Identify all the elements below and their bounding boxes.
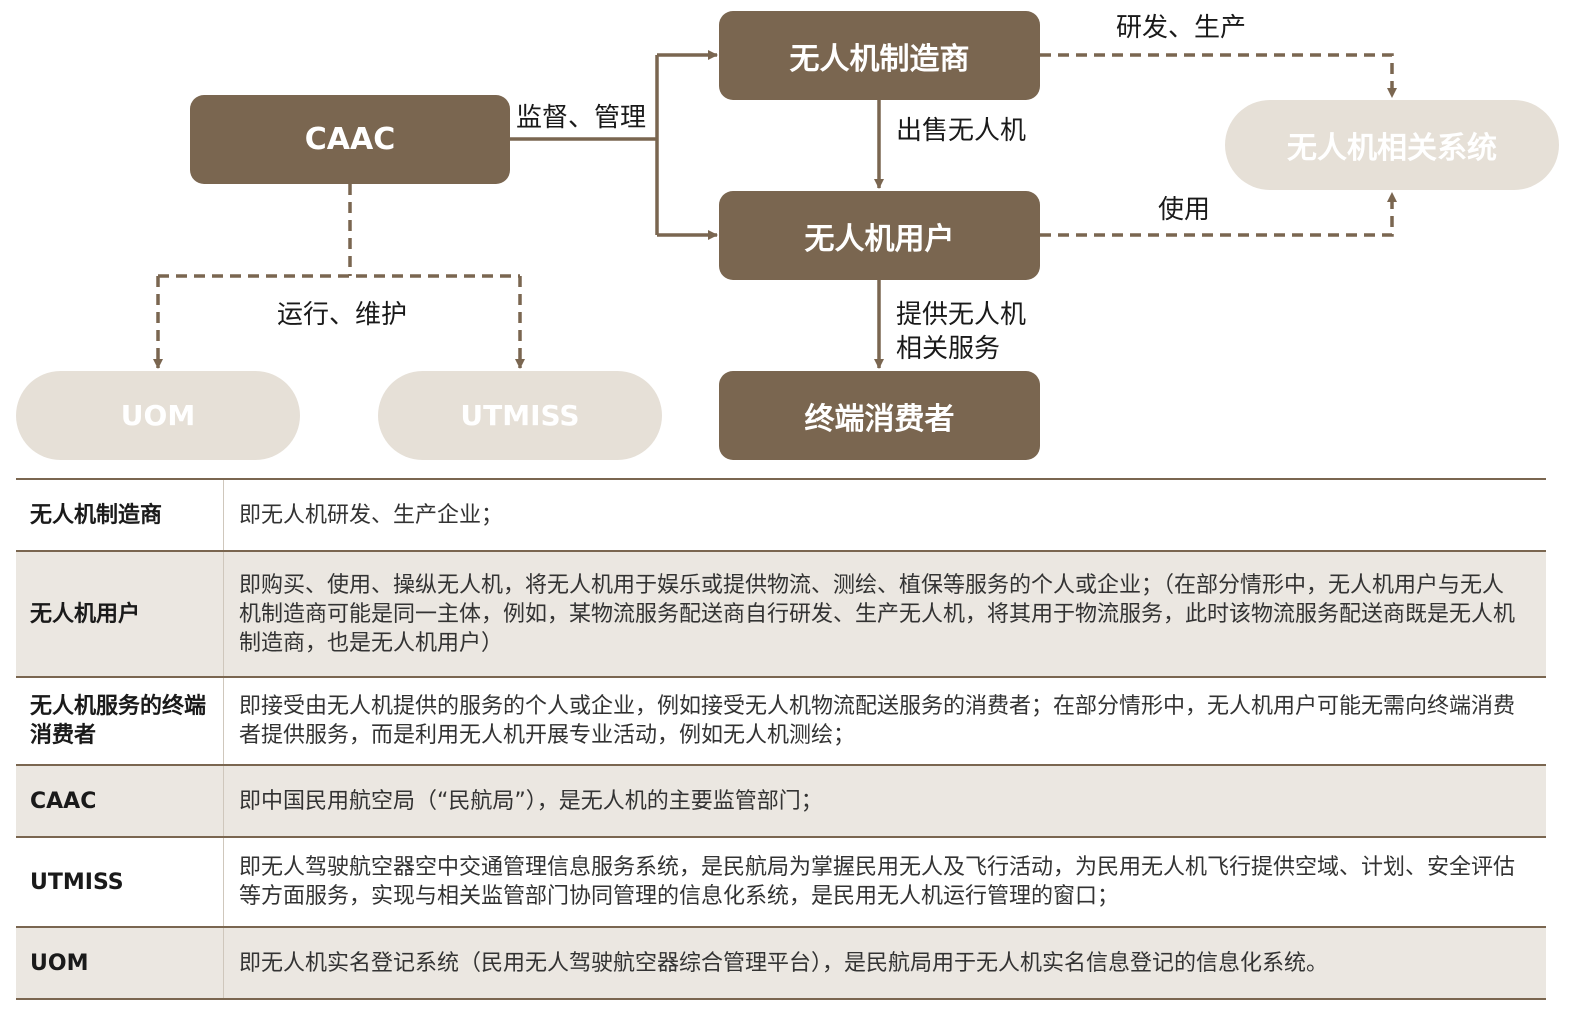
term-cell: 无人机用户 (16, 552, 224, 676)
node-uom: UOM (16, 371, 300, 460)
diagram-connectors (153, 50, 1397, 369)
label-operate: 运行、维护 (277, 300, 408, 330)
table-row: CAAC 即中国民用航空局（“民航局”），是无人机的主要监管部门； (16, 766, 1546, 838)
arrow-rd-production (1040, 53, 1397, 98)
term-cell: CAAC (16, 766, 224, 836)
definition-cell: 即中国民用航空局（“民航局”），是无人机的主要监管部门； (239, 788, 823, 814)
definition-cell: 即无人机研发、生产企业； (239, 502, 504, 528)
term-cell: UTMISS (16, 838, 224, 926)
relationship-diagram: CAAC 无人机制造商 无人机用户 终端消费者 无人机相关系统 UOM UTMI… (0, 0, 1591, 480)
label-sell: 出售无人机 (896, 116, 1027, 146)
table-row: UTMISS 即无人驾驶航空器空中交通管理信息服务系统，是民航局为掌握民用无人及… (16, 838, 1546, 928)
definition-cell: 即无人驾驶航空器空中交通管理信息服务系统，是民航局为掌握民用无人及飞行活动，为民… (239, 855, 1516, 909)
table-row: 无人机服务的终端消费者 即接受由无人机提供的服务的个人或企业，例如接受无人机物流… (16, 678, 1546, 766)
arrow-use (1040, 192, 1397, 237)
definition-cell: 即接受由无人机提供的服务的个人或企业，例如接受无人机物流配送服务的消费者；在部分… (239, 694, 1516, 748)
term-cell: 无人机服务的终端消费者 (16, 678, 224, 764)
node-manufacturer: 无人机制造商 (719, 11, 1040, 100)
label-use: 使用 (1158, 195, 1211, 225)
definition-cell: 即购买、使用、操纵无人机，将无人机用于娱乐或提供物流、测绘、植保等服务的个人或企… (239, 572, 1516, 656)
label-rd-production: 研发、生产 (1116, 13, 1247, 43)
term-cell: UOM (16, 928, 224, 998)
node-utmiss: UTMISS (378, 371, 662, 460)
node-consumer: 终端消费者 (719, 371, 1040, 460)
label-provide-line2: 相关服务 (896, 334, 1001, 364)
term-cell: 无人机制造商 (16, 480, 224, 550)
label-supervise: 监督、管理 (516, 103, 647, 133)
table-row: UOM 即无人机实名登记系统（民用无人驾驶航空器综合管理平台），是民航局用于无人… (16, 928, 1546, 1000)
node-caac: CAAC (190, 95, 510, 184)
definitions-table: 无人机制造商 即无人机研发、生产企业； 无人机用户 即购买、使用、操纵无人机，将… (16, 478, 1546, 1000)
label-provide-line1: 提供无人机 (896, 300, 1027, 330)
node-user: 无人机用户 (719, 191, 1040, 280)
definition-cell: 即无人机实名登记系统（民用无人驾驶航空器综合管理平台），是民航局用于无人机实名信… (239, 950, 1329, 976)
node-related-systems: 无人机相关系统 (1225, 100, 1559, 190)
table-row: 无人机制造商 即无人机研发、生产企业； (16, 480, 1546, 552)
table-row: 无人机用户 即购买、使用、操纵无人机，将无人机用于娱乐或提供物流、测绘、植保等服… (16, 552, 1546, 678)
